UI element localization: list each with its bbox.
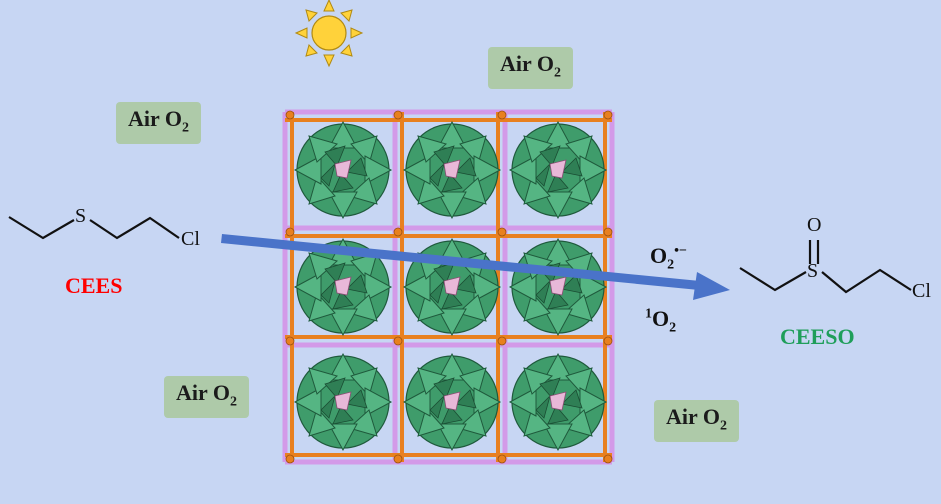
- ceeso-oxygen: O: [807, 214, 822, 236]
- ceeso-chlorine: Cl: [912, 280, 931, 302]
- cees-chlorine: Cl: [181, 228, 200, 250]
- reactant-name: CEES: [65, 273, 123, 298]
- superoxide-label: O2•−: [650, 243, 688, 273]
- ceeso-sulfur: S: [807, 260, 819, 282]
- air-o2-label-top: Air O2: [488, 47, 573, 90]
- air-o2-label-upper-left: Air O2: [116, 102, 201, 145]
- singlet-oxygen-label: 1O2: [645, 306, 677, 336]
- cees-sulfur: S: [75, 205, 87, 227]
- product-name: CEESO: [780, 324, 855, 349]
- air-o2-label-lower-right: Air O2: [654, 400, 739, 443]
- air-o2-label-lower-left: Air O2: [164, 376, 249, 419]
